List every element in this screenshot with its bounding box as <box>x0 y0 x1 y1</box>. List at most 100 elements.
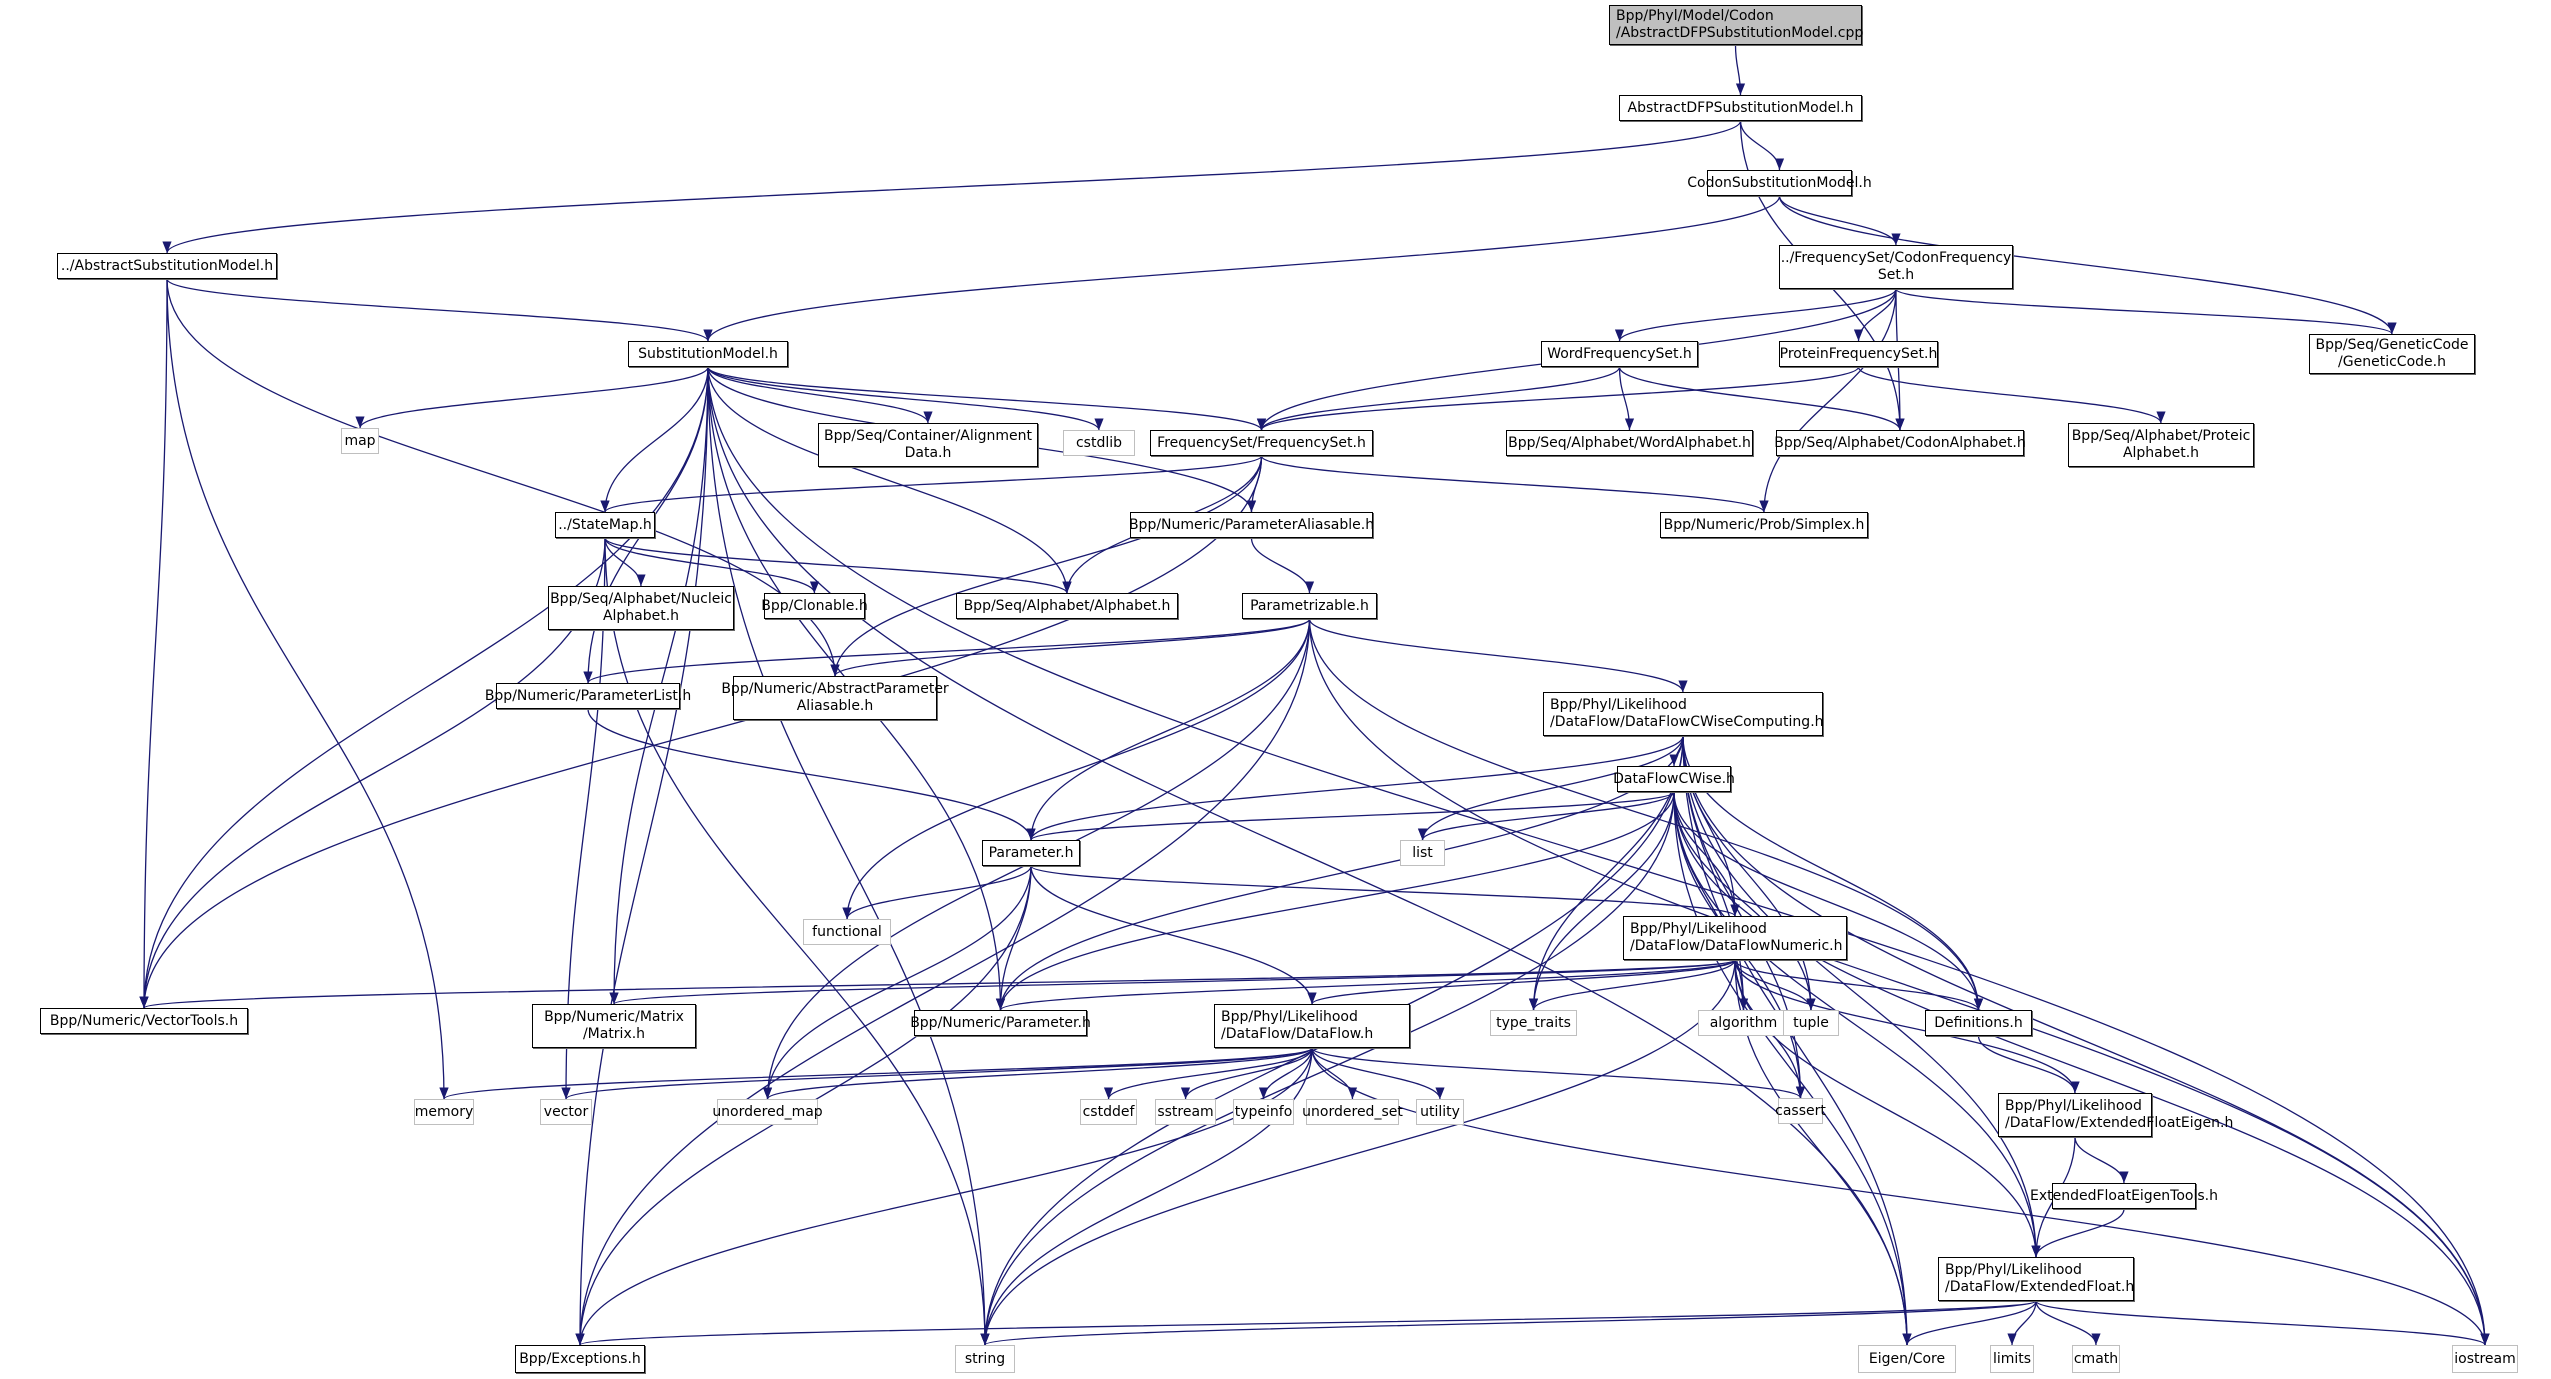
edge-sm-to-aligndata <box>707 366 933 424</box>
edge-abssm-to-vectortools <box>139 278 168 1009</box>
edge-parameter-to-functional <box>842 865 1032 920</box>
node-protalpha[interactable]: Bpp/Seq/Alphabet/Proteic Alphabet.h <box>2068 423 2254 467</box>
edge-sm-to-cstdlib <box>707 366 1104 431</box>
node-paramalias[interactable]: Bpp/Numeric/ParameterAliasable.h <box>1129 512 1374 538</box>
edge-extfloat-to-cmath <box>2035 1300 2101 1346</box>
node-dataflow[interactable]: Bpp/Phyl/Likelihood /DataFlow/DataFlow.h <box>1214 1004 1410 1048</box>
edge-sm-to-map <box>355 366 709 429</box>
node-sstream: sstream <box>1155 1099 1216 1125</box>
edge-sm-to-alpha <box>707 366 1072 594</box>
node-codonfs[interactable]: ../FrequencySet/CodonFrequency Set.h <box>1779 245 2013 289</box>
node-wordfs[interactable]: WordFrequencySet.h <box>1541 341 1698 367</box>
edge-fs-to-absparamalias <box>830 455 1263 677</box>
edge-codonsm-to-gencode <box>1778 195 2397 335</box>
node-numparam[interactable]: Bpp/Numeric/Parameter.h <box>910 1010 1091 1036</box>
edge-parametrizable-to-iostream <box>1308 618 2490 1346</box>
node-dfnum[interactable]: Bpp/Phyl/Likelihood /DataFlow/DataFlowNu… <box>1623 916 1847 960</box>
edge-dfnum-to-efeigen <box>1734 959 2080 1094</box>
node-aligndata[interactable]: Bpp/Seq/Container/Alignment Data.h <box>818 423 1038 467</box>
node-statemap[interactable]: ../StateMap.h <box>555 512 655 538</box>
node-abssm[interactable]: ../AbstractSubstitutionModel.h <box>57 253 277 279</box>
node-typetraits: type_traits <box>1490 1010 1577 1036</box>
node-efeigentools[interactable]: ExtendedFloatEigenTools.h <box>2030 1183 2218 1209</box>
edge-definitions-to-efeigen <box>1977 1035 2080 1094</box>
node-limits: limits <box>1990 1345 2034 1373</box>
node-list: list <box>1400 840 1445 866</box>
edge-dfcw-to-dfnum <box>1673 791 1740 917</box>
edge-dataflow-to-cassert <box>1311 1047 1805 1099</box>
node-fs[interactable]: FrequencySet/FrequencySet.h <box>1150 430 1373 456</box>
edge-extfloat-to-limits <box>2007 1300 2037 1346</box>
node-cstddef: cstddef <box>1080 1099 1137 1125</box>
edge-dfcw-to-iostream <box>1673 791 2490 1346</box>
node-vectortools[interactable]: Bpp/Numeric/VectorTools.h <box>40 1008 248 1034</box>
node-sm[interactable]: SubstitutionModel.h <box>628 341 788 367</box>
edge-dfnum-to-matrix <box>609 959 1736 1005</box>
edge-dfcwc-to-eigencore <box>1682 735 1912 1346</box>
edge-parameter-to-dfnum <box>1030 865 1740 917</box>
node-codonsm[interactable]: CodonSubstitutionModel.h <box>1687 170 1872 196</box>
edge-dataflow-to-string <box>980 1047 1313 1346</box>
node-matrix[interactable]: Bpp/Numeric/Matrix /Matrix.h <box>532 1004 696 1048</box>
edge-parameter-to-dataflow <box>1030 865 1317 1005</box>
edge-sm-to-vectortools <box>139 366 709 1009</box>
edge-dfnum-to-dataflow <box>1307 959 1736 1005</box>
edge-dfcw-to-parameter <box>1026 791 1675 841</box>
edge-dfcw-to-definitions <box>1673 791 1984 1011</box>
edge-fs-to-vectortools <box>139 455 1263 1009</box>
node-gencode[interactable]: Bpp/Seq/GeneticCode /GeneticCode.h <box>2309 334 2475 374</box>
edge-paramlist-to-parameter <box>587 708 1036 841</box>
node-efeigen[interactable]: Bpp/Phyl/Likelihood /DataFlow/ExtendedFl… <box>1998 1093 2233 1137</box>
node-definitions[interactable]: Definitions.h <box>1925 1010 2032 1036</box>
edge-dfnum-to-vectortools <box>140 959 1736 1009</box>
edge-sm-to-fs <box>707 366 1266 431</box>
edge-dataflow-to-sstream <box>1180 1047 1313 1100</box>
edge-protfs-to-protalpha <box>1857 366 2166 424</box>
node-extfloat[interactable]: Bpp/Phyl/Likelihood /DataFlow/ExtendedFl… <box>1938 1257 2134 1301</box>
node-parametrizable[interactable]: Parametrizable.h <box>1242 593 1377 619</box>
node-protfs[interactable]: ProteinFrequencySet.h <box>1779 341 1938 367</box>
node-unordered-set: unordered_set <box>1302 1099 1403 1125</box>
node-map: map <box>341 428 379 454</box>
node-dfcw[interactable]: DataFlowCWise.h <box>1613 766 1735 792</box>
node-eigencore: Eigen/Core <box>1858 1345 1956 1373</box>
edge-dfcw-to-list <box>1417 791 1675 841</box>
node-clonable[interactable]: Bpp/Clonable.h <box>761 593 868 619</box>
edge-dfcw-to-numparam <box>995 791 1675 1011</box>
edge-extfloat-to-exceptions <box>576 1300 2037 1346</box>
node-algorithm: algorithm <box>1698 1010 1789 1036</box>
edge-dataflow-to-unordered_map <box>763 1047 1313 1100</box>
node-exceptions[interactable]: Bpp/Exceptions.h <box>515 1345 645 1373</box>
node-iostream: iostream <box>2452 1345 2518 1373</box>
node-simplex[interactable]: Bpp/Numeric/Prob/Simplex.h <box>1660 512 1868 538</box>
edge-adfp-to-codonsm <box>1739 120 1785 171</box>
edge-extfloat-to-iostream <box>2035 1300 2490 1346</box>
edge-dataflow-to-vector <box>561 1047 1313 1100</box>
edge-protfs-to-fs <box>1257 366 1860 431</box>
node-absparamalias[interactable]: Bpp/Numeric/AbstractParameter Aliasable.… <box>721 676 949 720</box>
node-dfcwc[interactable]: Bpp/Phyl/Likelihood /DataFlow/DataFlowCW… <box>1543 692 1824 736</box>
edge-statemap-to-alpha <box>604 537 1072 594</box>
node-nucalpha[interactable]: Bpp/Seq/Alphabet/Nucleic Alphabet.h <box>548 586 734 630</box>
edge-dfnum-to-typetraits <box>1528 959 1736 1011</box>
edge-sm-to-exceptions <box>575 366 709 1346</box>
edge-dfnum-to-string <box>980 959 1736 1346</box>
node-string: string <box>955 1345 1015 1373</box>
node-alpha[interactable]: Bpp/Seq/Alphabet/Alphabet.h <box>956 593 1178 619</box>
edge-parametrizable-to-functional <box>842 618 1311 920</box>
node-wordalpha[interactable]: Bpp/Seq/Alphabet/WordAlphabet.h <box>1506 430 1753 456</box>
edge-dfcwc-to-parameter <box>1026 735 1684 841</box>
edge-adfp-to-abssm <box>162 120 1742 254</box>
node-parameter[interactable]: Parameter.h <box>982 840 1080 866</box>
node-paramlist[interactable]: Bpp/Numeric/ParameterList.h <box>485 683 691 709</box>
edge-dfcwc-to-extfloat <box>1682 735 2041 1258</box>
node-root[interactable]: Bpp/Phyl/Model/Codon /AbstractDFPSubstit… <box>1609 5 1863 45</box>
edge-root-to-adfp <box>1734 44 1746 96</box>
edge-dfnum-to-definitions <box>1734 959 1984 1011</box>
node-adfp[interactable]: AbstractDFPSubstitutionModel.h <box>1619 95 1862 121</box>
edge-abssm-to-memory <box>166 278 449 1100</box>
node-codonalpha[interactable]: Bpp/Seq/Alphabet/CodonAlphabet.h <box>1774 430 2026 456</box>
edge-dfcwc-to-list <box>1417 735 1684 841</box>
edge-codonfs-to-simplex <box>1759 288 1897 513</box>
